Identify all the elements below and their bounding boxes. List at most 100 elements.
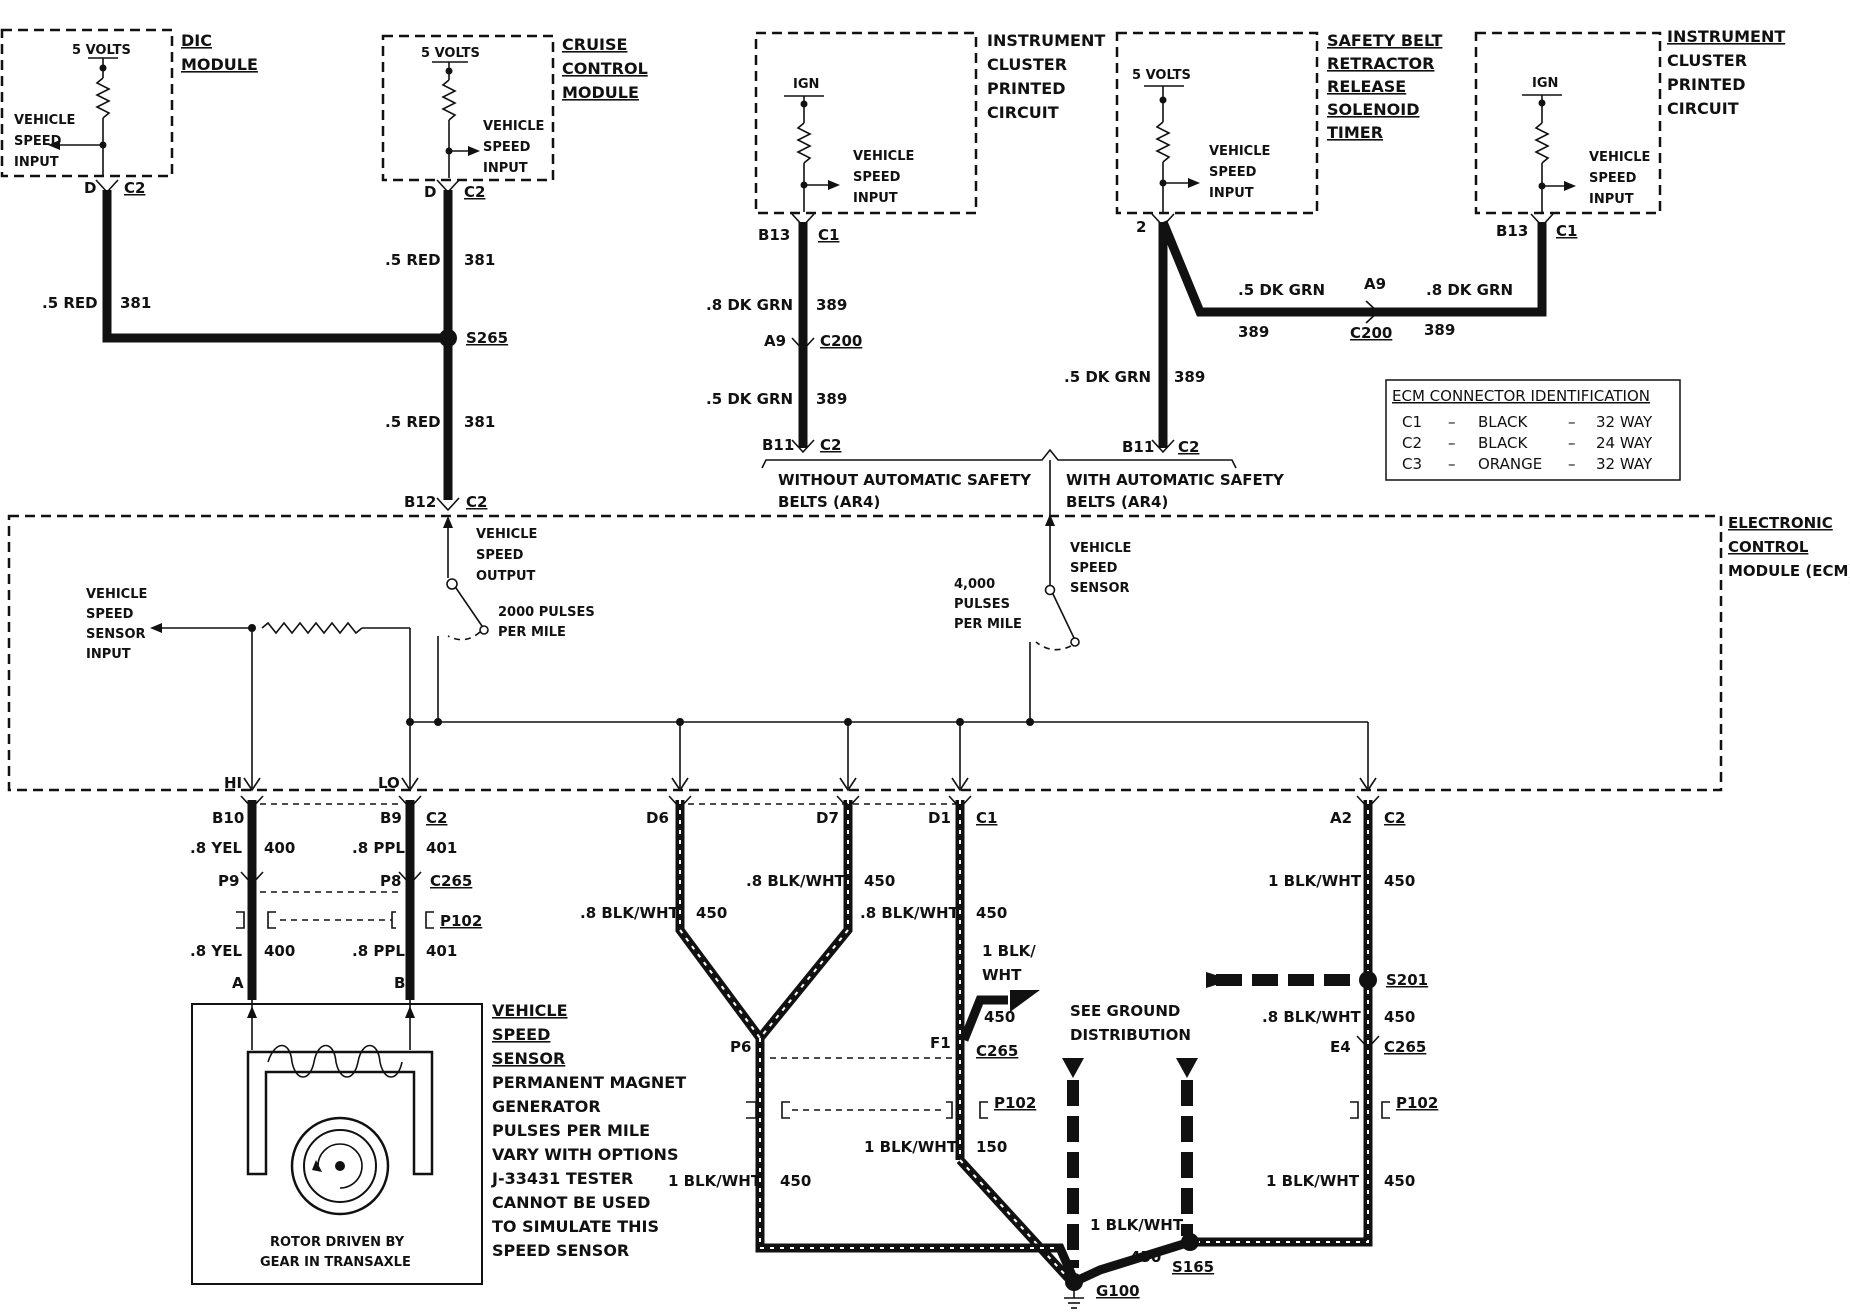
svg-text:SPEED: SPEED — [483, 140, 531, 155]
svg-text:381: 381 — [464, 413, 495, 431]
svg-text:MODULE (ECM): MODULE (ECM) — [1728, 562, 1850, 580]
svg-text:C2: C2 — [1402, 434, 1422, 452]
belt-module-title: SAFETY BELT RETRACTOR RELEASE SOLENOID T… — [1327, 31, 1443, 142]
svg-text:WHT: WHT — [982, 966, 1022, 984]
svg-text:BLACK: BLACK — [1478, 434, 1528, 452]
svg-text:ORANGE: ORANGE — [1478, 455, 1542, 473]
svg-text:A9: A9 — [764, 332, 786, 350]
svg-text:DISTRIBUTION: DISTRIBUTION — [1070, 1026, 1191, 1044]
cluster1-internal-circuit: IGN VEHICLE SPEED INPUT — [784, 77, 914, 212]
svg-text:–: – — [1568, 413, 1576, 431]
belt-module-box — [1115, 31, 1319, 215]
svg-text:–: – — [1448, 434, 1456, 452]
svg-text:TO SIMULATE THIS: TO SIMULATE THIS — [492, 1217, 659, 1236]
svg-text:1 BLK/WHT: 1 BLK/WHT — [1266, 1172, 1360, 1190]
svg-text:401: 401 — [426, 839, 457, 857]
cruise-module-title: CRUISE CONTROL MODULE — [562, 35, 648, 102]
svg-text:D1: D1 — [928, 809, 951, 827]
svg-text:.5 DK GRN: .5 DK GRN — [1238, 281, 1325, 299]
svg-text:CANNOT BE USED: CANNOT BE USED — [492, 1193, 650, 1212]
svg-text:C265: C265 — [430, 872, 472, 890]
svg-text:B13: B13 — [1496, 222, 1528, 240]
svg-text:.8 PPL: .8 PPL — [352, 942, 405, 960]
svg-text:.5 RED: .5 RED — [385, 251, 441, 269]
belt-option-brace: WITHOUT AUTOMATIC SAFETY BELTS (AR4) WIT… — [761, 448, 1285, 512]
wire-belt-389: 2 .5 DK GRN 389 .5 DK GRN 389 B11 C2 — [1064, 213, 1372, 456]
svg-text:IGN: IGN — [1532, 76, 1558, 91]
svg-text:32 WAY: 32 WAY — [1596, 455, 1653, 473]
svg-text:24 WAY: 24 WAY — [1596, 434, 1653, 452]
svg-text:PULSES: PULSES — [954, 597, 1010, 612]
svg-text:PRINTED: PRINTED — [987, 79, 1066, 98]
svg-text:VARY WITH OPTIONS: VARY WITH OPTIONS — [492, 1145, 678, 1164]
svg-text:389: 389 — [1174, 368, 1205, 386]
svg-text:CONTROL: CONTROL — [1728, 538, 1809, 556]
svg-text:A9: A9 — [1364, 275, 1386, 293]
wire-cluster2-389: B13 C1 A9 C200 .8 DK GRN 389 — [1350, 213, 1577, 342]
svg-text:C265: C265 — [1384, 1038, 1426, 1056]
svg-text:SPEED: SPEED — [1589, 171, 1637, 186]
svg-text:INSTRUMENT: INSTRUMENT — [1667, 27, 1785, 46]
svg-text:CLUSTER: CLUSTER — [1667, 51, 1747, 70]
svg-text:32 WAY: 32 WAY — [1596, 413, 1653, 431]
wire-vss-400: B10 .8 YEL 400 P9 .8 YEL 400 A — [190, 795, 295, 1000]
svg-text:450: 450 — [984, 1008, 1015, 1026]
svg-text:2000 PULSES: 2000 PULSES — [498, 605, 595, 620]
svg-text:.8 DK GRN: .8 DK GRN — [1426, 281, 1513, 299]
svg-text:OUTPUT: OUTPUT — [476, 569, 536, 584]
svg-text:F1: F1 — [930, 1034, 951, 1052]
dic-module-box — [0, 28, 174, 178]
svg-text:450: 450 — [1130, 1248, 1161, 1266]
cluster2-module-box — [1474, 31, 1662, 215]
svg-text:C200: C200 — [820, 332, 862, 350]
svg-text:400: 400 — [264, 839, 295, 857]
svg-text:PER MILE: PER MILE — [498, 625, 566, 640]
svg-text:WITH AUTOMATIC SAFETY: WITH AUTOMATIC SAFETY — [1066, 471, 1285, 489]
svg-text:S265: S265 — [466, 329, 508, 347]
svg-text:P8: P8 — [380, 872, 401, 890]
svg-text:CIRCUIT: CIRCUIT — [1667, 99, 1739, 118]
svg-text:P9: P9 — [218, 872, 239, 890]
svg-text:B10: B10 — [212, 809, 244, 827]
svg-text:–: – — [1448, 455, 1456, 473]
svg-text:BLACK: BLACK — [1478, 413, 1528, 431]
svg-text:ROTOR DRIVEN BY: ROTOR DRIVEN BY — [270, 1235, 405, 1250]
svg-text:C2: C2 — [466, 493, 487, 511]
svg-text:A: A — [232, 974, 244, 992]
shield-dashes-vss — [236, 803, 434, 929]
svg-text:C2: C2 — [426, 809, 447, 827]
svg-text:DIC: DIC — [181, 31, 212, 50]
wire-a2-450: A2 C2 1 BLK/WHT 450 S201 .8 BLK/WHT 450 … — [1072, 795, 1438, 1287]
svg-text:.8 YEL: .8 YEL — [190, 942, 242, 960]
ecm-box — [7, 514, 1723, 792]
svg-text:.8 BLK/WHT: .8 BLK/WHT — [1262, 1008, 1362, 1026]
svg-text:S165: S165 — [1172, 1258, 1214, 1276]
svg-text:GENERATOR: GENERATOR — [492, 1097, 601, 1116]
svg-text:C2: C2 — [820, 436, 841, 454]
svg-text:INPUT: INPUT — [1209, 186, 1254, 201]
svg-text:D: D — [424, 183, 436, 201]
svg-text:1 BLK/WHT: 1 BLK/WHT — [1090, 1216, 1184, 1234]
svg-text:INPUT: INPUT — [483, 161, 528, 176]
svg-text:D: D — [84, 179, 96, 197]
svg-text:450: 450 — [1384, 872, 1415, 890]
svg-text:A2: A2 — [1330, 809, 1352, 827]
svg-text:VEHICLE: VEHICLE — [492, 1001, 568, 1020]
svg-text:SPEED: SPEED — [1209, 165, 1257, 180]
svg-text:B: B — [394, 974, 405, 992]
svg-text:B11: B11 — [762, 436, 794, 454]
svg-text:C3: C3 — [1402, 455, 1422, 473]
svg-text:C265: C265 — [976, 1042, 1018, 1060]
cluster1-module-box — [754, 31, 978, 215]
svg-text:.8 BLK/WHT: .8 BLK/WHT — [580, 904, 680, 922]
svg-text:INPUT: INPUT — [86, 647, 131, 662]
svg-text:1 BLK/WHT: 1 BLK/WHT — [668, 1172, 762, 1190]
svg-text:.8 YEL: .8 YEL — [190, 839, 242, 857]
svg-text:ECM CONNECTOR IDENTIFICATION: ECM CONNECTOR IDENTIFICATION — [1392, 387, 1650, 405]
svg-text:C2: C2 — [124, 179, 145, 197]
svg-text:CLUSTER: CLUSTER — [987, 55, 1067, 74]
vehicle-speed-sensor: ROTOR DRIVEN BY GEAR IN TRANSAXLE — [191, 1000, 483, 1285]
svg-text:LO: LO — [378, 774, 400, 792]
svg-text:WITHOUT AUTOMATIC SAFETY: WITHOUT AUTOMATIC SAFETY — [778, 471, 1032, 489]
svg-text:SOLENOID: SOLENOID — [1327, 100, 1419, 119]
